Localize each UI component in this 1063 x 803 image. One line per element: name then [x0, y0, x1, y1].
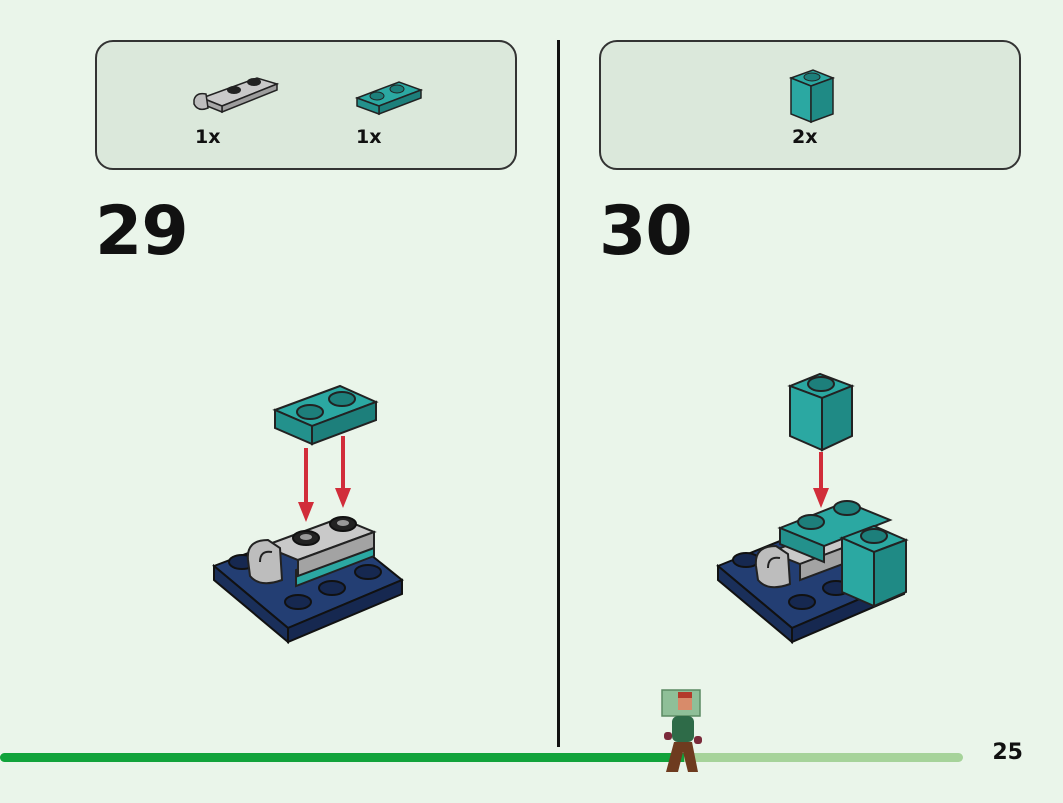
page-number: 25: [992, 740, 1023, 765]
walking-character-icon: [660, 689, 702, 772]
step-number-29: 29: [95, 192, 189, 271]
page-divider: [557, 40, 560, 747]
gray-clip-plate-icon: [193, 77, 280, 114]
progress-bar-fill: [0, 753, 684, 762]
progress-bar: [0, 753, 963, 762]
teal-plate-icon: [354, 81, 424, 116]
step-29-build-illustration: [212, 384, 404, 645]
step-number-30: 30: [599, 192, 693, 271]
step-30-build-illustration: [716, 372, 909, 645]
qty-teal-plate: 1x: [356, 126, 382, 148]
parts-box-step-29: 1x 1x: [95, 40, 517, 170]
teal-brick-icon: [788, 69, 836, 124]
qty-teal-brick: 2x: [792, 126, 818, 148]
parts-box-step-30: 2x: [599, 40, 1021, 170]
qty-gray-clip-plate: 1x: [195, 126, 221, 148]
